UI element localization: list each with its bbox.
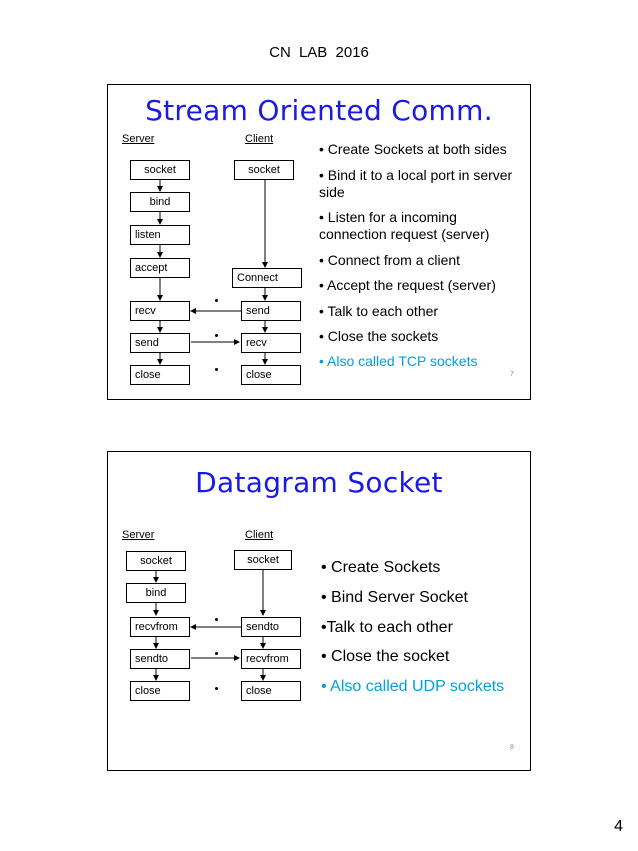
server-bind-box: bind [126,583,186,603]
client-close-box: close [241,365,301,385]
bullet-item: • Talk to each other [319,303,439,319]
bullet-item: • Listen for a incoming [319,209,457,225]
server-socket-box: socket [126,551,186,571]
client-socket-box: socket [234,550,292,570]
server-bind-box: bind [130,192,190,212]
separator-dot [215,299,218,302]
slide-page-number: 8 [510,744,514,751]
server-close-box: close [130,365,190,385]
bullet-item: • Close the sockets [319,328,439,344]
client-close-box: close [241,681,301,701]
client-label: Client [245,529,274,541]
bullet-item: • Accept the request (server) [319,277,496,293]
bullet-item: • Create Sockets [321,559,441,576]
client-socket-box: socket [234,160,294,180]
bullet-item: • Create Sockets at both sides [319,141,507,157]
bullet-item: •Talk to each other [321,619,453,636]
flow-arrows [153,570,266,681]
server-close-box: close [130,681,190,701]
page-number: 4 [614,818,623,835]
slide-title: Stream Oriented Comm. [145,94,493,127]
client-connect-box: Connect [232,268,302,288]
client-recvfrom-box: recvfrom [241,649,301,669]
slide-stream-oriented: Stream Oriented Comm. Server Client sock… [107,84,531,400]
separator-dot [215,652,218,655]
client-sendto-box: sendto [241,617,301,637]
separator-dot [215,687,218,690]
server-listen-box: listen [130,225,190,245]
client-send-box: send [241,301,301,321]
server-recv-box: recv [130,301,190,321]
client-label: Client [245,133,274,145]
page-header: CN LAB 2016 [269,44,369,61]
slide-datagram-socket: Datagram Socket Server Client socket bin… [107,451,531,771]
server-accept-box: accept [130,258,190,278]
separator-dot [215,618,218,621]
bullet-item-highlight: • Also called UDP sockets [321,678,505,695]
bullet-item: • Bind it to a local port in server [319,167,513,183]
bullet-item-highlight: • Also called TCP sockets [319,353,478,369]
separator-dot [215,368,218,371]
bullet-item: connection request (server) [319,226,490,242]
server-label: Server [122,529,155,541]
slide-title: Datagram Socket [195,466,443,499]
bullet-item: • Bind Server Socket [321,589,468,606]
server-sendto-box: sendto [130,649,190,669]
server-socket-box: socket [130,160,190,180]
bullet-item: • Connect from a client [319,252,461,268]
server-send-box: send [130,333,190,353]
server-label: Server [122,133,155,145]
client-recv-box: recv [241,333,301,353]
slide-page-number: 7 [510,371,514,378]
server-recvfrom-box: recvfrom [130,617,190,637]
bullet-item: • Close the socket [321,648,450,665]
separator-dot [215,334,218,337]
bullet-item: side [319,184,345,200]
flow-arrows [157,179,268,365]
